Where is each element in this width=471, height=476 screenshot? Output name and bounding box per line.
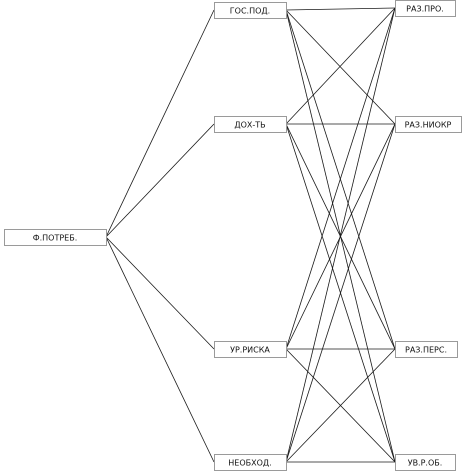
node-m2: ДОХ-ТЬ	[214, 116, 287, 133]
node-box	[214, 2, 287, 19]
edge-m4-r2	[285, 123, 396, 463]
node-r3: РАЗ.ПЕРС.	[395, 341, 458, 358]
node-label: Ф.ПОТРЕБ.	[33, 234, 78, 243]
node-r2: РАЗ.НИОКР	[395, 116, 462, 133]
node-box	[395, 341, 458, 358]
edge-m2-r1	[285, 7, 396, 125]
node-label: РАЗ.НИОКР	[405, 121, 452, 130]
node-label: ГОС.ПОД.	[230, 7, 270, 16]
node-r4: УВ.Р.ОБ.	[395, 454, 456, 471]
edge-m4-r1	[285, 7, 396, 463]
edge-m1-r1	[285, 7, 396, 11]
node-box	[395, 116, 462, 133]
node-m3: УР.РИСКА	[214, 341, 287, 358]
node-box	[395, 0, 456, 17]
node-m4: НЕОБХОД.	[214, 454, 287, 471]
node-label: УВ.Р.ОБ.	[408, 459, 443, 468]
edge-m4-r3	[285, 348, 396, 463]
node-box	[395, 454, 456, 471]
node-box	[214, 341, 287, 358]
edge-root-m3	[105, 236, 215, 350]
node-box	[214, 454, 287, 471]
node-label: РАЗ.ПРО.	[406, 5, 444, 14]
edge-root-m1	[105, 9, 215, 238]
node-label: РАЗ.ПЕРС.	[405, 346, 447, 355]
node-label: УР.РИСКА	[230, 346, 270, 355]
node-label: ДОХ-ТЬ	[234, 121, 265, 130]
edge-m3-r1	[285, 7, 396, 350]
edge-root-m2	[105, 123, 215, 238]
edge-root-m4	[105, 236, 215, 463]
edge-m1-r2	[285, 9, 396, 125]
nodes-layer: Ф.ПОТРЕБ. ГОС.ПОД. ДОХ-ТЬ УР.РИСКА НЕОБХОД. Р…	[4, 0, 462, 471]
node-r1: РАЗ.ПРО.	[395, 0, 456, 17]
node-root: Ф.ПОТРЕБ.	[4, 229, 107, 246]
node-box	[4, 229, 107, 246]
node-label: НЕОБХОД.	[228, 459, 271, 468]
node-box	[214, 116, 287, 133]
node-m1: ГОС.ПОД.	[214, 2, 287, 19]
edges-layer	[105, 7, 396, 463]
